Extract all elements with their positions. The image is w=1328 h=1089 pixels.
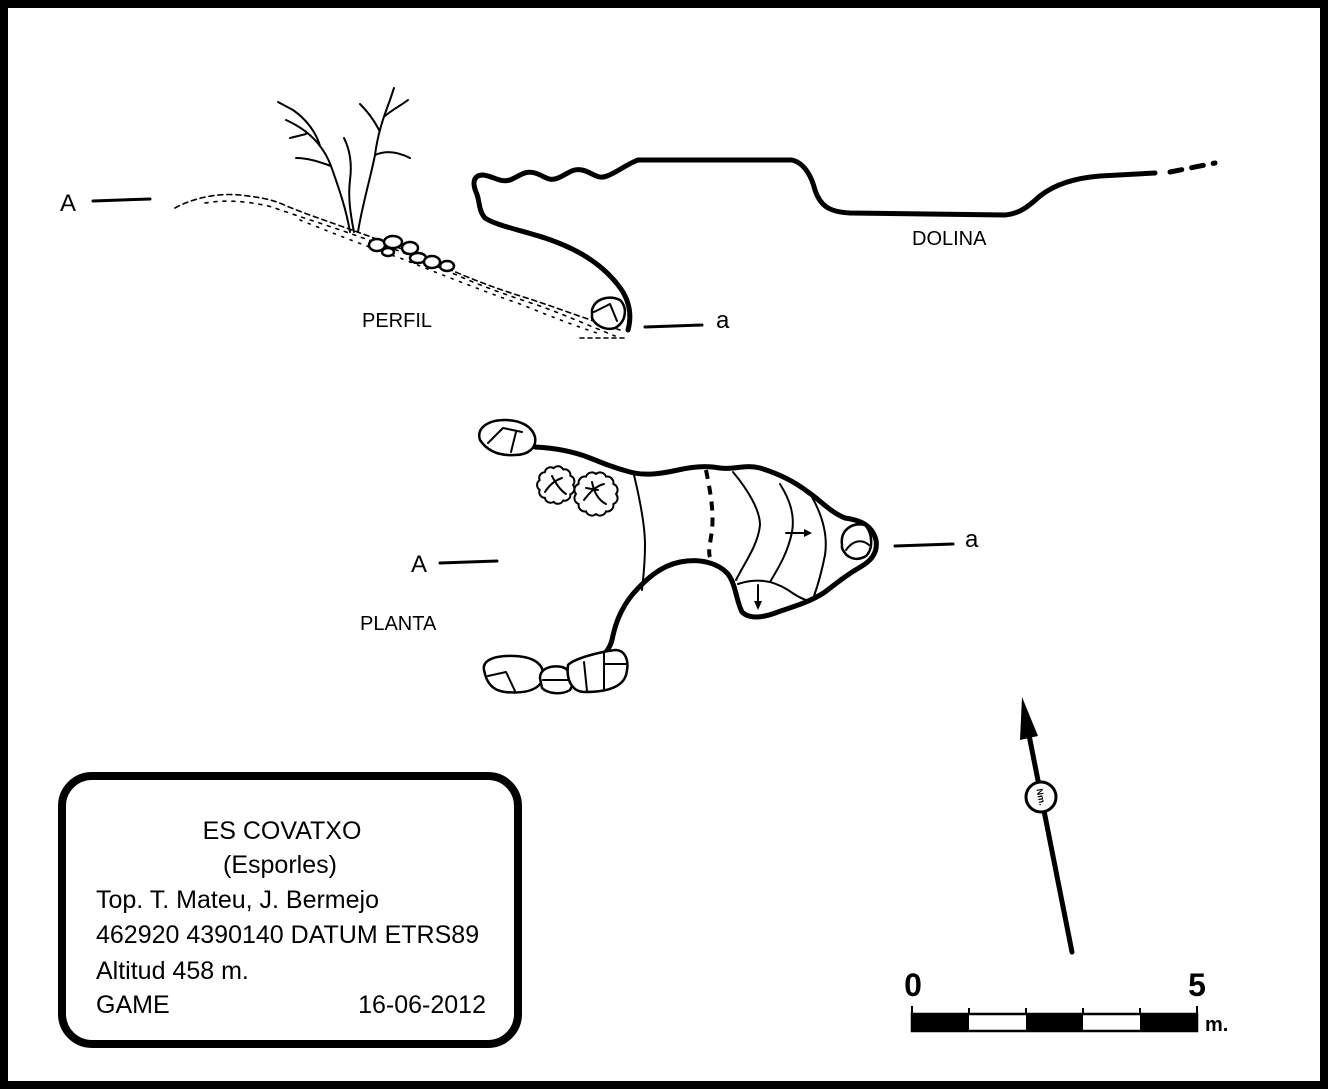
plan-drip-line bbox=[704, 469, 715, 558]
surveyors: Top. T. Mateu, J. Bermejo bbox=[96, 886, 379, 914]
plan-slope-lines bbox=[633, 471, 827, 601]
tree-icon bbox=[277, 87, 411, 233]
scale-ticks bbox=[911, 1006, 1198, 1014]
plan-boulder-right bbox=[840, 523, 873, 560]
plan-end-line bbox=[893, 542, 955, 548]
bush-icon bbox=[536, 465, 619, 517]
slope-arrow-down-icon bbox=[754, 584, 762, 610]
scale-segment-3 bbox=[1026, 1014, 1083, 1031]
profile-start-marker: A bbox=[60, 190, 76, 217]
altitude: Altitud 458 m. bbox=[96, 957, 249, 985]
profile-doline-continuation bbox=[1167, 160, 1218, 175]
plan-section: A a PLANTA bbox=[360, 418, 979, 695]
north-arrow-label: Nm. bbox=[1034, 788, 1047, 807]
plan-end-marker: a bbox=[965, 526, 979, 553]
cave-name: ES COVATXO bbox=[203, 817, 362, 845]
plan-stones-bottom bbox=[482, 648, 629, 695]
doline-label: DOLINA bbox=[912, 228, 987, 250]
profile-cave-outline bbox=[471, 157, 1158, 333]
plan-label: PLANTA bbox=[360, 613, 437, 635]
slope-stones bbox=[367, 234, 456, 273]
scale-segment-1 bbox=[912, 1014, 969, 1031]
scale-start-label: 0 bbox=[904, 967, 922, 1003]
profile-end-line bbox=[643, 323, 704, 329]
scale-unit-label: m. bbox=[1205, 1014, 1228, 1036]
survey-group: GAME bbox=[96, 991, 170, 1019]
slope-arrow-right-icon bbox=[785, 529, 812, 537]
survey-date: 16-06-2012 bbox=[358, 991, 486, 1019]
north-arrow-icon: Nm. bbox=[1020, 697, 1075, 955]
profile-boulder bbox=[590, 296, 627, 330]
scale-bar: 0 5 m. bbox=[904, 967, 1228, 1036]
title-block: ES COVATXO (Esporles) Top. T. Mateu, J. … bbox=[58, 772, 522, 1048]
title-box bbox=[58, 772, 522, 1048]
plan-stone-top bbox=[477, 418, 537, 457]
coordinates: 462920 4390140 DATUM ETRS89 bbox=[96, 921, 479, 949]
plan-start-line bbox=[438, 559, 499, 565]
scale-end-label: 5 bbox=[1188, 967, 1206, 1003]
scale-segment-2 bbox=[969, 1014, 1026, 1031]
profile-section: A bbox=[60, 87, 1218, 339]
plan-cave-outline bbox=[532, 444, 879, 658]
municipality: (Esporles) bbox=[223, 851, 337, 879]
scale-segment-5 bbox=[1140, 1014, 1197, 1031]
scale-segment-4 bbox=[1083, 1014, 1140, 1031]
profile-start-line bbox=[91, 197, 152, 203]
profile-end-marker: a bbox=[716, 307, 730, 334]
profile-label: PERFIL bbox=[362, 310, 432, 332]
plan-start-marker: A bbox=[411, 551, 427, 578]
scale-outline bbox=[910, 1012, 1199, 1033]
